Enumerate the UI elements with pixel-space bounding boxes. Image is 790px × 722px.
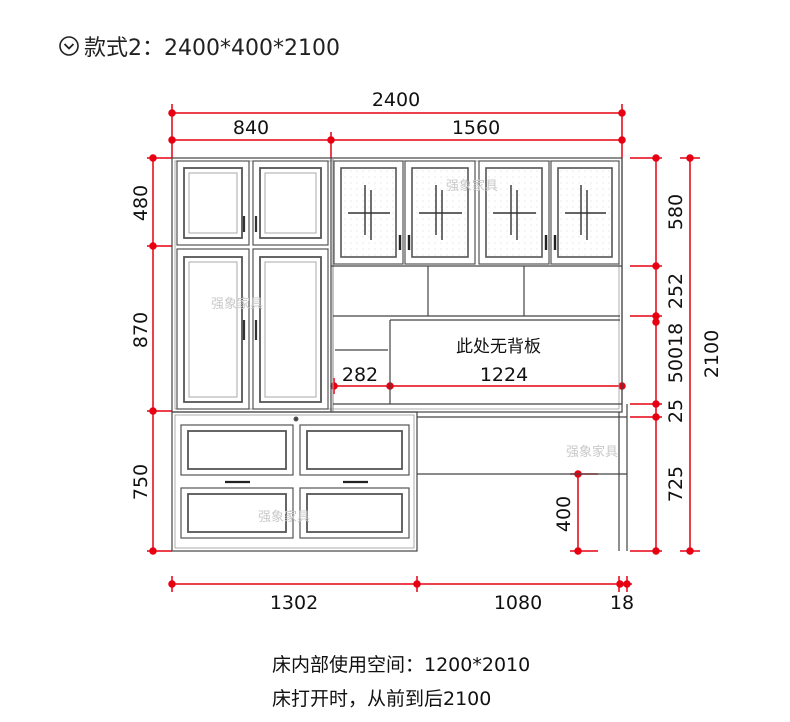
dim-725: 725 xyxy=(665,466,687,502)
dim-1224: 1224 xyxy=(480,364,528,386)
no-back-panel-note: 此处无背板 xyxy=(456,337,541,357)
chevron-circle-down-icon xyxy=(59,36,79,56)
bed-drawers xyxy=(180,416,410,539)
dim-1080: 1080 xyxy=(494,592,542,614)
dim-580: 580 xyxy=(665,194,687,230)
page-title: 款式2：2400*400*2100 xyxy=(58,30,340,62)
dim-left-width: 840 xyxy=(233,117,269,139)
dim-total-width: 2400 xyxy=(372,89,420,111)
dim-50018: 50018 xyxy=(665,323,687,383)
dim-870: 870 xyxy=(130,312,152,348)
dim-282: 282 xyxy=(342,364,378,386)
footer-line-1: 床内部使用空间：1200*2010 xyxy=(272,654,531,676)
footer-line-2: 床打开时，从前到后2100 xyxy=(272,688,492,710)
dim-2100: 2100 xyxy=(701,330,723,378)
dim-750: 750 xyxy=(130,464,152,500)
dim-252: 252 xyxy=(665,273,687,309)
upper-left-doors xyxy=(176,160,329,246)
watermark-3: 强象家具 xyxy=(566,444,618,460)
dim-right-width: 1560 xyxy=(452,117,500,139)
watermark-2: 强象家具 xyxy=(211,296,263,312)
dim-400: 400 xyxy=(553,496,575,532)
dimension-lines xyxy=(147,104,700,592)
dim-18: 18 xyxy=(610,592,634,614)
tall-left-doors xyxy=(176,248,329,410)
dim-1302: 1302 xyxy=(270,592,318,614)
dim-480: 480 xyxy=(130,185,152,221)
glass-doors xyxy=(333,160,620,265)
cabinet-body xyxy=(171,157,628,552)
title-text: 款式2：2400*400*2100 xyxy=(84,36,340,61)
dim-25: 25 xyxy=(665,399,687,423)
watermark-1: 强象家具 xyxy=(446,178,498,194)
watermark-4: 强象家具 xyxy=(258,509,310,525)
